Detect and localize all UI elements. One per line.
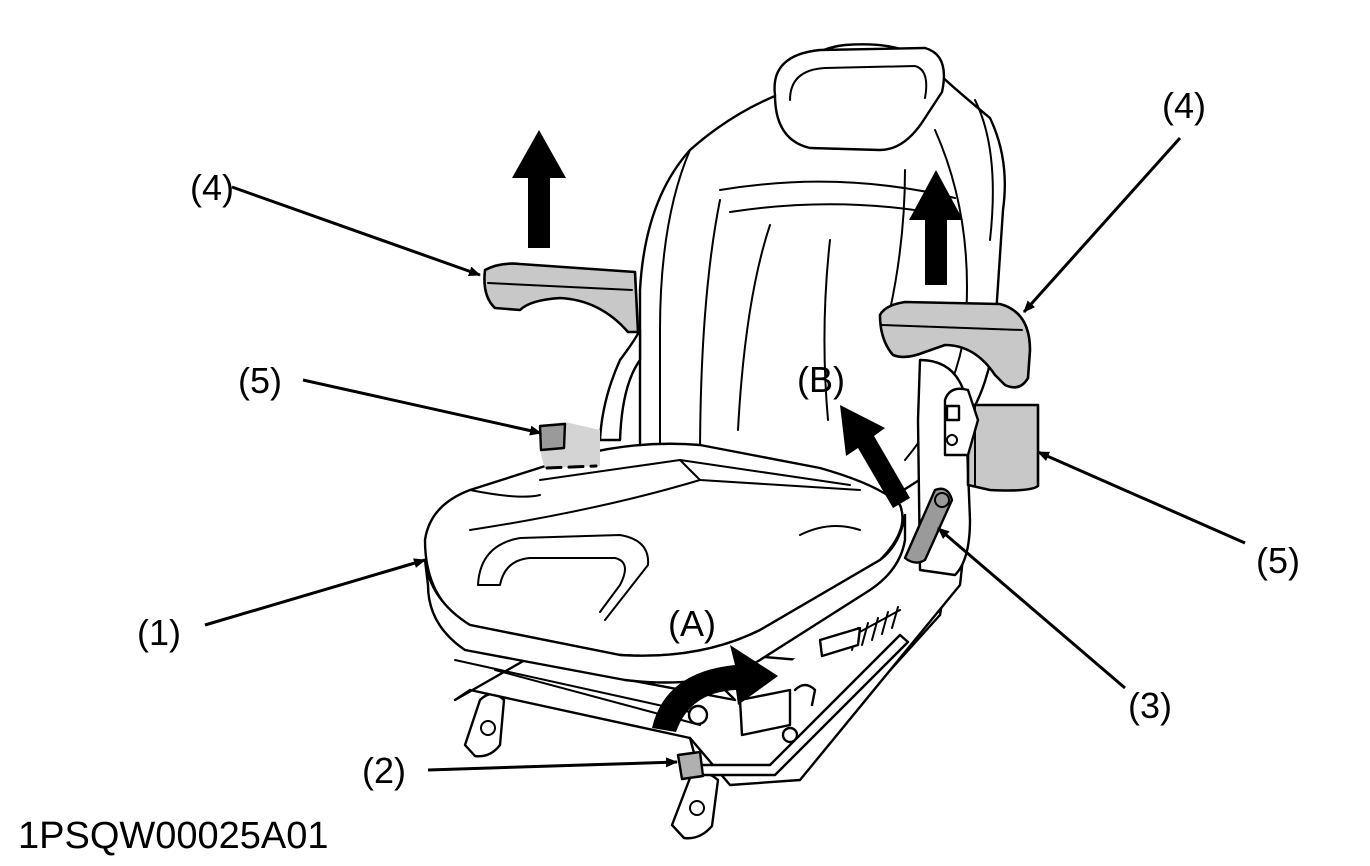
callout-belt-buckle: (5) [238,360,282,401]
armrest-left[interactable] [483,262,640,334]
up-arrow-icon [512,130,566,248]
callout-slide-lever: (2) [362,750,406,791]
armrest-right[interactable] [878,300,1032,389]
direction-label-b: (B) [797,359,845,400]
callout-recline-lever: (3) [1128,685,1172,726]
seat-backrest [638,43,1006,507]
seat-cushion [423,442,907,684]
slide-direction-curved-arrow-icon [652,645,778,732]
leader-lines [204,136,1246,772]
left-armrest-group [483,262,642,470]
up-arrow-icon [909,170,963,285]
belt-retractor[interactable] [966,403,1040,492]
callout-belt-retractor: (5) [1256,540,1300,581]
recline-direction-arrow-icon [840,405,910,508]
callout-armrest-right: (4) [1162,85,1206,126]
direction-label-a: (A) [668,603,716,644]
figure-code: 1PSQW00025A01 [18,815,329,857]
right-armrest-group [878,300,1040,577]
slide-lever[interactable] [676,633,910,781]
callout-armrest-left: (4) [190,167,234,208]
callout-seat: (1) [137,612,181,653]
